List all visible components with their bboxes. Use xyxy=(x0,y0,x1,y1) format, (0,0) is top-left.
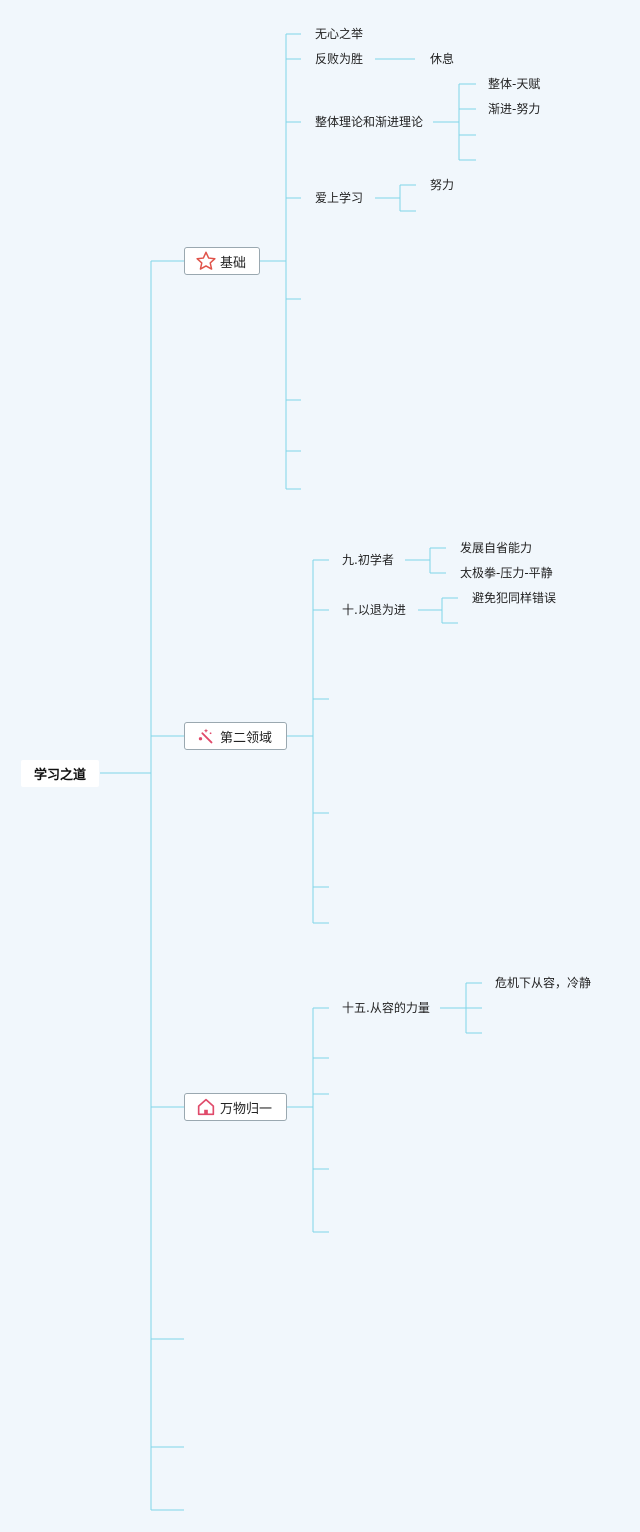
magic-wand-icon xyxy=(195,725,217,747)
branch-label: 万物归一 xyxy=(220,1101,273,1117)
home-icon xyxy=(195,1096,217,1118)
node-aishang-xuexi[interactable]: 爱上学习 xyxy=(315,191,364,205)
branch-dier-lingyu[interactable]: 第二领域 xyxy=(184,722,287,750)
star-icon xyxy=(195,250,217,272)
node-zhengti-lilun[interactable]: 整体理论和渐进理论 xyxy=(315,115,424,129)
node-jianjin-nuli[interactable]: 渐进-努力 xyxy=(488,102,541,116)
branch-label: 基础 xyxy=(220,255,247,271)
node-xiuxi[interactable]: 休息 xyxy=(430,52,455,66)
branch-label: 第二领域 xyxy=(220,730,273,746)
node-yituiweijin[interactable]: 十.以退为进 xyxy=(342,603,406,617)
node-nuli[interactable]: 努力 xyxy=(430,178,455,192)
branch-wanwu-guiyi[interactable]: 万物归一 xyxy=(184,1093,287,1121)
node-chuxuezhe[interactable]: 九.初学者 xyxy=(342,553,394,567)
node-bimian[interactable]: 避免犯同样错误 xyxy=(472,591,557,605)
node-fanbaiweisheng[interactable]: 反败为胜 xyxy=(315,52,364,66)
node-wuxinzhiju[interactable]: 无心之举 xyxy=(315,27,364,41)
root-node[interactable]: 学习之道 xyxy=(21,760,99,787)
node-weiji[interactable]: 危机下从容，冷静 xyxy=(495,976,592,990)
node-congrong[interactable]: 十五.从容的力量 xyxy=(342,1001,430,1015)
branch-jichu[interactable]: 基础 xyxy=(184,247,260,275)
node-fazhan[interactable]: 发展自省能力 xyxy=(460,541,533,555)
root-label: 学习之道 xyxy=(33,768,86,783)
node-zhengti-tianfu[interactable]: 整体-天赋 xyxy=(488,77,541,91)
node-taijiquan[interactable]: 太极拳-压力-平静 xyxy=(460,566,553,580)
